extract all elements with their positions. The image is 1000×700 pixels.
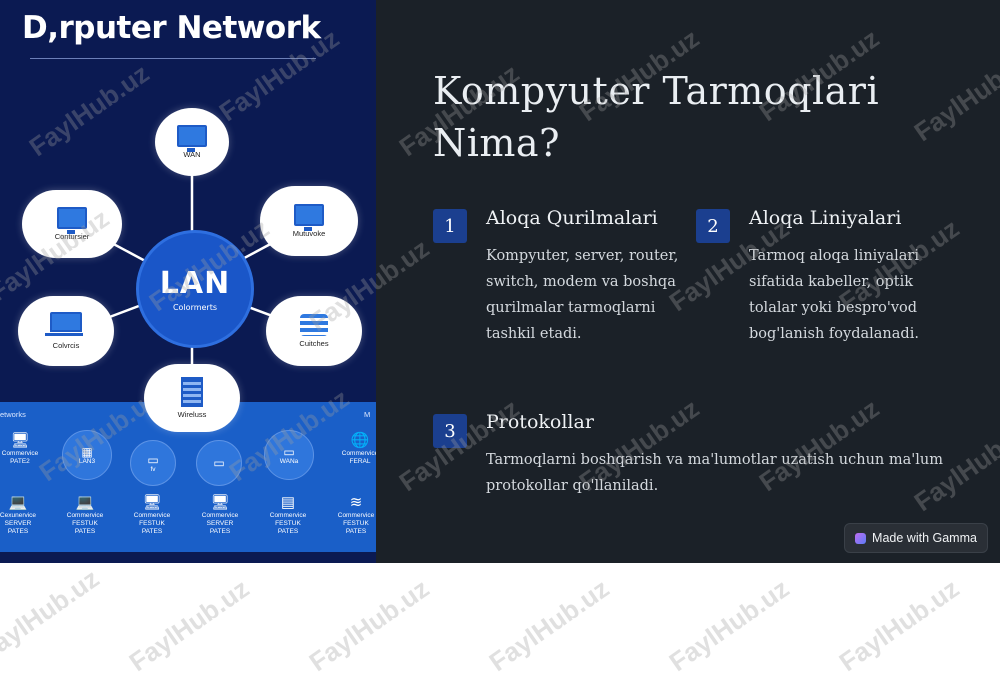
band-device-4: 🖥 Commervice SERVER PATES [201,494,239,535]
node-wan: WAN [155,108,229,176]
page-title: Kompyuter Tarmoqlari Nima? [433,69,880,165]
lan-hub: LAN Colormerts [136,230,254,348]
switch-icon [300,314,328,336]
watermark: FaylHub.uz [303,573,435,678]
band-right-label: M [364,410,371,419]
band-device-1: 💻 Cexunervice SERVER PATES [0,494,37,535]
band-node-3: ▭ [196,440,242,486]
monitor-icon [57,207,87,234]
computer-icon: 🖥 [142,494,162,511]
router-icon: ▤ [280,494,296,511]
illustration-divider [30,58,316,59]
item-1-number: 1 [433,209,467,243]
laptop-icon: 💻 [75,494,95,511]
monitor-icon: ▭ [283,444,295,459]
network-illustration: D,rputer Network WAN Contursier Mutuvoke… [0,0,376,563]
item-2-title: Aloqa Liniyalari [749,207,902,229]
band-node-lan3: ▦ LAN3 [62,430,112,480]
laptop-icon: 💻 [8,494,28,511]
monitor-icon: ▭ [213,456,225,470]
switch-icon: ▦ [81,444,93,459]
illustration-title: D,rputer Network [22,10,321,46]
badge-label: Made with Gamma [872,531,977,545]
band-node-wana: ▭ WANa [264,430,314,480]
band-device-5: ▤ Commervice FESTUK PATES [269,494,307,535]
band-device-3: 🖥 Commervice FESTUK PATES [133,494,171,535]
node-contursier: Contursier [22,190,122,258]
watermark: FaylHub.uz [663,573,795,678]
monitor-icon: ▭ [147,452,159,467]
node-mutuvoke: Mutuvoke [260,186,358,256]
monitor-icon [177,125,207,152]
item-3-body: Tarmoqlarni boshqarish va ma'lumotlar uz… [486,452,943,494]
band-device-6: ≋ Commervice FESTUK PATES [337,494,375,535]
node-cuitches: Cuitches [266,296,362,366]
server-icon [181,377,203,407]
watermark: FaylHub.uz [483,573,615,678]
band-device-top-left: 🖥 Commervice PATE2 [1,432,39,465]
item-1-title: Aloqa Qurilmalari [486,207,658,229]
globe-icon: 🌐 [350,432,370,449]
monitor-icon [294,204,324,231]
made-with-gamma-button[interactable]: Made with Gamma [844,523,988,553]
switch-icon: ≋ [349,494,363,511]
item-2-body: Tarmoq aloqa liniyalari sifatida kabelle… [749,248,919,342]
laptop-icon [45,312,83,336]
item-1-body: Kompyuter, server, router, switch, modem… [486,248,679,342]
band-device-top-right: 🌐 Commervice FERAL [341,432,376,465]
computer-icon: 🖥 [210,494,230,511]
item-2-number: 2 [696,209,730,243]
node-wireluss: Wireluss [144,364,240,432]
band-device-2: 💻 Commervice FESTUK PATES [66,494,104,535]
node-colvrcis: Colvrcis [18,296,114,366]
band-left-label: etworks [0,410,26,419]
gamma-logo-icon [855,532,867,544]
item-3-title: Protokollar [486,411,594,433]
watermark: FaylHub.uz [0,563,105,668]
computer-icon: 🖥 [10,432,30,449]
watermark: FaylHub.uz [123,573,255,678]
item-3-number: 3 [433,414,467,448]
band-node-fv: ▭ fv [130,440,176,486]
watermark: FaylHub.uz [833,573,965,678]
slide: D,rputer Network WAN Contursier Mutuvoke… [0,0,1000,563]
